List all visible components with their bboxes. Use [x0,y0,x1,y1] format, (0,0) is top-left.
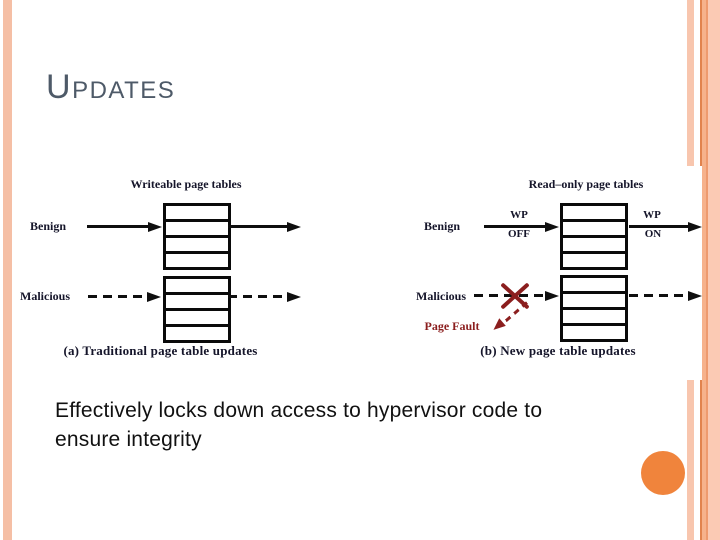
page-table-row [563,238,625,254]
left-malicious-label: Malicious [20,289,70,303]
diagram-background [14,166,702,380]
right-malicious-out-arrowhead-icon [688,290,702,301]
left-benign-in-arrowhead-icon [148,221,162,232]
page-table-row [563,294,625,310]
right-subfigure-header: Read–only page tables [528,177,644,191]
wp-on-label-line1: WP [643,209,661,221]
right-benign-out-arrow-line [629,225,689,228]
right-accent-stripe-3 [702,0,706,540]
slide-title-initial: U [46,68,73,106]
right-malicious-in-arrowhead-icon [545,290,559,301]
page-table-row [563,326,625,339]
right-benign-out-arrowhead-icon [688,221,702,232]
wp-off-label-line1: WP [510,209,528,221]
page-table-row [563,278,625,294]
slide-title-rest: PDATES [72,77,176,104]
page-table-row [563,310,625,326]
left-benign-out-arrowhead-icon [287,221,301,232]
right-accent-stripe-5 [708,0,720,540]
left-benign-in-arrow-line [87,225,149,228]
right-benign-in-arrow-line [484,225,546,228]
page-table-row [166,311,228,327]
right-malicious-page-table [560,275,628,342]
wp-on-label-line2: ON [644,228,662,240]
page-table-row [166,295,228,311]
left-malicious-page-table [163,276,231,343]
right-benign-page-table [560,203,628,270]
page-table-row [563,254,625,267]
blocked-write-x-icon [500,281,530,311]
page-table-row [166,238,228,254]
decorative-circle [641,451,685,495]
page-fault-label: Page Fault [424,319,480,333]
right-accent-stripe-4 [706,0,708,540]
page-table-row [563,222,625,238]
slide-title: UPDATES [46,70,175,108]
body-text-line-1: Effectively locks down access to hypervi… [55,399,543,422]
right-malicious-out-arrow-line [629,294,687,297]
page-table-row [166,254,228,267]
slide-body-text: Effectively locks down access to hypervi… [55,396,542,454]
left-subfigure-caption: (a) Traditional page table updates [63,343,258,358]
body-text-line-2: ensure integrity [55,428,202,451]
wp-off-label-line2: OFF [508,228,530,240]
page-table-row [563,206,625,222]
page-table-row [166,279,228,295]
page-table-row [166,222,228,238]
right-malicious-label: Malicious [416,289,466,303]
left-benign-out-arrow-line [228,225,288,228]
right-benign-label: Benign [423,219,460,233]
left-subfigure-header: Writeable page tables [130,177,242,191]
left-benign-page-table [163,203,231,270]
left-malicious-in-arrow-line [88,295,146,298]
page-table-row [166,206,228,222]
page-table-row [166,327,228,340]
left-accent-stripe [3,0,12,540]
left-benign-label: Benign [29,219,66,233]
left-malicious-out-arrow-line [228,295,286,298]
left-malicious-out-arrowhead-icon [287,291,301,302]
right-benign-in-arrowhead-icon [545,221,559,232]
right-subfigure-caption: (b) New page table updates [480,343,636,358]
left-malicious-in-arrowhead-icon [147,291,161,302]
